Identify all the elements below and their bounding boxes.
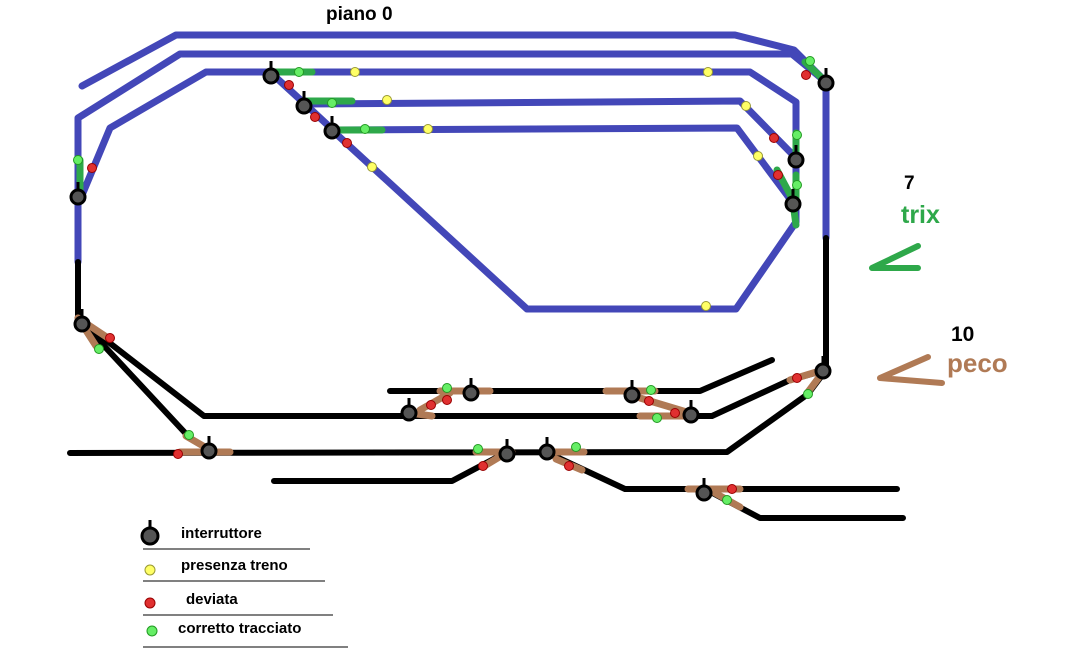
diagram-title: piano 0 (326, 4, 393, 25)
switch-icon (498, 439, 516, 463)
legend-label-diverted: deviata (186, 591, 238, 608)
peco-count: 10 (951, 323, 975, 346)
switch-icon (695, 478, 713, 502)
switch-icon (784, 189, 802, 213)
black-track-lower-left (271, 450, 508, 484)
switch-icon (682, 400, 700, 424)
legend-presence-icon (144, 564, 156, 576)
trix-arrow-icon (869, 243, 921, 271)
switch-icon (200, 436, 218, 460)
black-track-lower-right (545, 450, 900, 492)
trix-segments (76, 58, 828, 229)
switch-icon (462, 378, 480, 402)
black-track-loop (77, 317, 829, 419)
switch-icon (73, 309, 91, 333)
switch-icon (817, 68, 835, 92)
switch-icon (295, 91, 313, 115)
legend-label-presence: presenza treno (181, 557, 288, 574)
black-tracks (67, 235, 906, 521)
peco-label: peco (947, 348, 1008, 378)
black-track-diag-left (77, 317, 191, 439)
switch-icon (623, 380, 641, 404)
correct-route-markers (73, 56, 815, 505)
blue-track-outer (78, 31, 830, 242)
switch-icon (262, 61, 280, 85)
switches (69, 61, 835, 502)
legend-label-switch: interruttore (181, 525, 262, 542)
legend-symbols (140, 520, 348, 648)
diverted-markers (87, 70, 811, 494)
trix-label: trix (901, 201, 940, 229)
switch-icon (538, 437, 556, 461)
legend-label-correct: corretto tracciato (178, 620, 302, 637)
presence-sensors (350, 67, 763, 311)
switch-icon (787, 145, 805, 169)
legend-switch-icon (140, 526, 160, 546)
switch-icon (69, 182, 87, 206)
peco-arrow-icon (877, 354, 945, 386)
switch-icon (814, 356, 832, 380)
legend-correct-icon (146, 625, 158, 637)
switch-icon (400, 398, 418, 422)
legend-diverted-icon (144, 597, 156, 609)
blue-track-inner (76, 68, 800, 313)
switch-icon (323, 116, 341, 140)
trix-count: 7 (904, 173, 915, 194)
blue-tracks (74, 31, 830, 313)
